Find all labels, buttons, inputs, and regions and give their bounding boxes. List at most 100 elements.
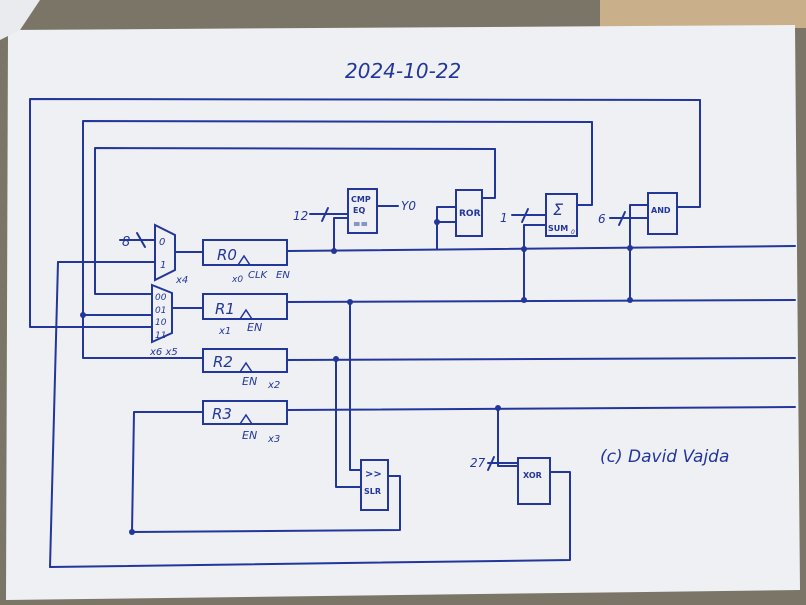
desk-wood bbox=[600, 0, 806, 28]
register-r1-sig1: EN bbox=[247, 321, 262, 334]
junction-dot bbox=[521, 297, 527, 303]
clock-triangle-icon bbox=[239, 413, 253, 425]
wire-r1-slr bbox=[349, 301, 362, 471]
mux-top-select: x4 bbox=[175, 275, 188, 286]
register-r0-sig0: x0 bbox=[231, 275, 243, 285]
xor-label: XOR bbox=[523, 471, 542, 480]
mux-bottom-select: x6 x5 bbox=[149, 347, 178, 358]
bus-r1-out bbox=[286, 299, 796, 303]
register-r2-sig1: x2 bbox=[267, 380, 280, 391]
wire-and-feedback bbox=[676, 99, 701, 208]
bus-slash-1 bbox=[521, 208, 529, 223]
register-r2-sig0: EN bbox=[242, 375, 257, 388]
mux-bottom-in11: 11 bbox=[155, 331, 166, 341]
and-width: 6 bbox=[598, 212, 606, 226]
mux-top-width: 8 bbox=[122, 235, 130, 250]
register-r3-sig0: EN bbox=[242, 429, 257, 442]
ror-box bbox=[455, 189, 483, 237]
register-box bbox=[202, 400, 288, 425]
and-box bbox=[647, 192, 678, 235]
wire-outer-loop bbox=[29, 98, 701, 328]
paper-corner bbox=[0, 0, 40, 40]
junction-dot bbox=[347, 299, 353, 305]
clock-triangle-icon bbox=[237, 254, 251, 266]
bus-slash-27 bbox=[487, 456, 495, 471]
clock-triangle-icon bbox=[239, 308, 253, 320]
register-r1-name: R1 bbox=[215, 300, 235, 318]
bus-slash-8 bbox=[136, 232, 146, 248]
junction-dot bbox=[331, 248, 337, 254]
register-r0-sig2: EN bbox=[276, 270, 290, 281]
mux-top-in0: 0 bbox=[159, 237, 165, 248]
xor-box bbox=[517, 457, 551, 505]
slr-line1: SLR bbox=[364, 487, 381, 496]
register-r0-sig1: CLK bbox=[248, 270, 269, 281]
register-r2-name: R2 bbox=[213, 353, 233, 371]
wire-r0-ror bbox=[436, 206, 457, 250]
copyright-text: (c) David Vajda bbox=[600, 447, 729, 467]
mux-top: 0 1 x4 8 bbox=[122, 223, 188, 286]
register-r3-sig1: x3 bbox=[267, 434, 280, 445]
wire-r1-sum bbox=[523, 224, 547, 301]
cmp-block: CMP EQ == 12 Y0 bbox=[293, 188, 416, 234]
register-r3-name: R3 bbox=[212, 405, 232, 423]
mux-bottom-in01: 01 bbox=[155, 306, 166, 316]
register-r1-sig0: x1 bbox=[218, 326, 231, 337]
junction-dot bbox=[80, 312, 86, 318]
bus-r3-out bbox=[286, 406, 796, 411]
bus-r2-out bbox=[286, 357, 796, 361]
wire-slr-r3 bbox=[131, 411, 401, 533]
cmp-line1: EQ bbox=[353, 206, 365, 215]
mux-bottom-in00: 00 bbox=[155, 293, 167, 303]
sum-width: 1 bbox=[500, 211, 508, 225]
slr-line0: >> bbox=[365, 469, 382, 480]
sum-block: Σ SUM 0 1 bbox=[500, 193, 578, 237]
register-box bbox=[202, 348, 288, 373]
register-r3: R3 EN x3 bbox=[202, 400, 288, 445]
sum-label: SUM bbox=[548, 224, 568, 233]
date-text: 2024-10-22 bbox=[345, 59, 461, 83]
and-label: AND bbox=[651, 206, 671, 215]
xor-width: 27 bbox=[470, 456, 486, 470]
wire-sum-loop bbox=[82, 120, 593, 359]
ror-block: ROR bbox=[455, 189, 483, 237]
junction-dot bbox=[333, 356, 339, 362]
paper-sheet bbox=[6, 25, 800, 600]
mux-top-body bbox=[154, 223, 176, 282]
wire-r0-cmp bbox=[333, 217, 349, 252]
slr-block: >> SLR bbox=[360, 459, 389, 511]
cmp-line2: == bbox=[353, 220, 368, 230]
cmp-line0: CMP bbox=[351, 195, 371, 204]
register-box bbox=[202, 239, 288, 266]
register-r0: R0 x0 CLK EN bbox=[202, 239, 290, 285]
sum-subscript: 0 bbox=[571, 229, 575, 236]
mux-top-in1: 1 bbox=[160, 260, 166, 271]
register-r0-name: R0 bbox=[217, 246, 237, 264]
mux-bottom: 00 01 10 11 x6 x5 bbox=[149, 283, 178, 358]
mux-bottom-in10: 10 bbox=[155, 318, 167, 328]
sum-symbol: Σ bbox=[553, 200, 564, 219]
wire-r3-xor bbox=[497, 407, 519, 467]
clock-triangle-icon bbox=[239, 361, 253, 373]
register-box bbox=[202, 293, 288, 320]
wires bbox=[29, 98, 796, 568]
sum-box bbox=[545, 193, 578, 237]
wire-ror-feedback bbox=[481, 148, 496, 199]
cmp-width: 12 bbox=[293, 209, 308, 223]
junction-dot bbox=[495, 405, 501, 411]
register-r2: R2 EN x2 bbox=[202, 348, 288, 391]
and-block: AND 6 bbox=[598, 192, 678, 235]
wire-sum-feedback bbox=[576, 121, 593, 206]
slr-box bbox=[360, 459, 389, 511]
junction-dot bbox=[521, 246, 527, 252]
junction-dot bbox=[627, 245, 633, 251]
wire-left-vertical bbox=[49, 261, 59, 568]
wire-ror-loop bbox=[94, 147, 496, 295]
wire-bottom-xor bbox=[49, 471, 571, 568]
wire-r2-slr bbox=[335, 358, 362, 488]
wire-r1-and bbox=[629, 204, 649, 301]
bus-r0-out bbox=[286, 245, 796, 252]
junction-dot bbox=[434, 219, 440, 225]
ror-label: ROR bbox=[459, 209, 481, 219]
